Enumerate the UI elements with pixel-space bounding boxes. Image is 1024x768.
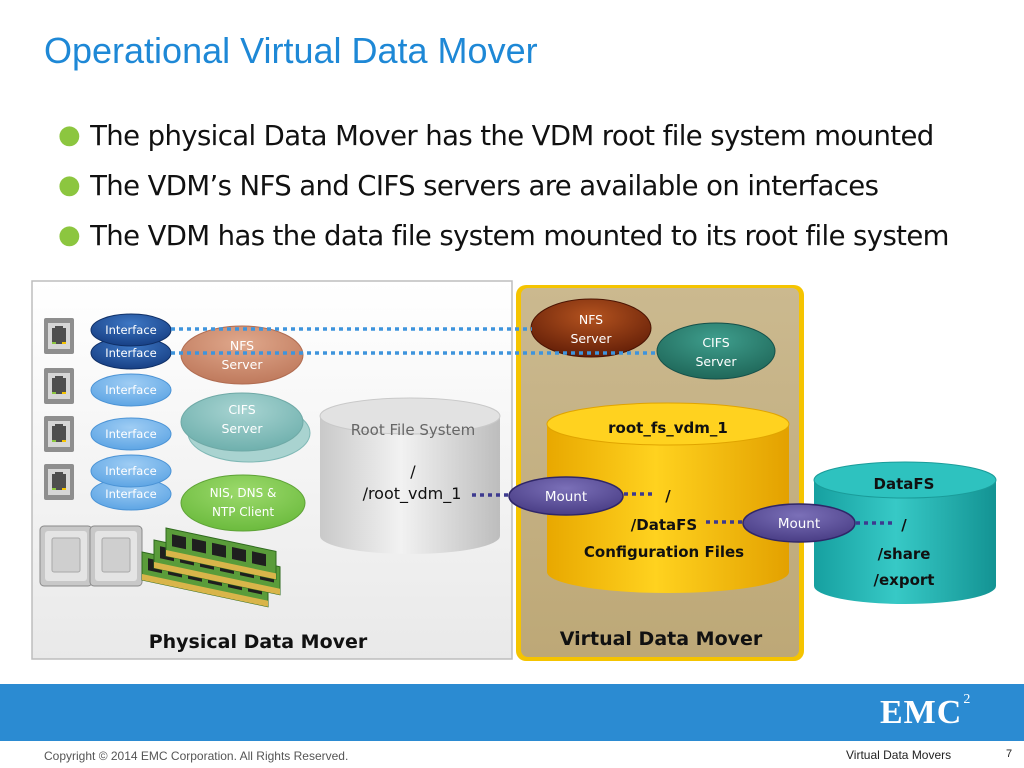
- cpu-chip-icon: [89, 525, 143, 587]
- datafs-cylinder: DataFS / /share /export: [813, 461, 997, 604]
- physical-nfs-server: NFS Server: [180, 325, 304, 385]
- datafs-slash: /: [901, 516, 907, 534]
- page-number: 7: [1006, 748, 1013, 760]
- root-mount-node: Mount: [508, 476, 624, 516]
- slide-title: Operational Virtual Data Mover: [44, 30, 538, 71]
- root-file-system-cylinder: Root File System / /root_vdm_1: [319, 397, 501, 554]
- vdm-cifs-label: Server: [696, 354, 738, 369]
- datafs-mount-node: Mount: [742, 503, 856, 543]
- physical-nfs-label: Server: [222, 357, 264, 372]
- ethernet-port-icon: [44, 464, 74, 500]
- interface-label: Interface: [105, 323, 157, 337]
- interface-label: Interface: [105, 427, 157, 441]
- vdm-diagram: NFS Server CIFS Server NIS, DNS & NTP Cl…: [31, 280, 997, 661]
- nis-client-label: NIS, DNS &: [210, 486, 277, 500]
- footer-deck-title: Virtual Data Movers: [846, 748, 952, 762]
- root-fs-path: /root_vdm_1: [363, 484, 462, 504]
- emc-logo: EMC2: [880, 692, 972, 732]
- bullet-item: ● The VDM’s NFS and CIFS servers are avai…: [58, 168, 949, 218]
- physical-cifs-label: CIFS: [228, 402, 255, 417]
- interface-label: Interface: [105, 464, 157, 478]
- vdm-root-fs-cylinder: root_fs_vdm_1 / /DataFS Configuration Fi…: [546, 402, 790, 593]
- footer-band: [0, 684, 1024, 741]
- interface-label: Interface: [105, 383, 157, 397]
- interface-node: Interface: [90, 454, 172, 488]
- datafs-share: /share: [878, 545, 931, 563]
- vdm-fs-name: root_fs_vdm_1: [608, 419, 728, 437]
- nis-client-label: NTP Client: [212, 505, 274, 519]
- ethernet-port-icon: [44, 368, 74, 404]
- vdm-datafs-path: /DataFS: [631, 516, 697, 534]
- datafs-export: /export: [874, 571, 935, 589]
- bullet-text: The physical Data Mover has the VDM root…: [90, 120, 934, 152]
- virtual-data-mover-label: Virtual Data Mover: [560, 628, 763, 650]
- datafs-title: DataFS: [874, 475, 935, 493]
- root-fs-slash: /: [410, 462, 416, 481]
- mount-label: Mount: [545, 489, 587, 505]
- vdm-config-files: Configuration Files: [584, 543, 744, 561]
- interface-node: Interface: [90, 313, 172, 347]
- bullet-text: The VDM has the data file system mounted…: [90, 220, 949, 252]
- physical-nfs-label: NFS: [230, 338, 254, 353]
- bullet-dot-icon: ●: [58, 170, 81, 200]
- network-port-icons: [44, 318, 74, 500]
- cpu-chip-icon: [39, 525, 93, 587]
- nis-dns-ntp-client: NIS, DNS & NTP Client: [180, 474, 306, 532]
- bullet-item: ● The VDM has the data file system mounte…: [58, 218, 949, 268]
- physical-data-mover-label: Physical Data Mover: [149, 631, 368, 653]
- vdm-nfs-label: NFS: [579, 312, 603, 327]
- ethernet-port-icon: [44, 318, 74, 354]
- interface-label: Interface: [105, 487, 157, 501]
- mount-label: Mount: [778, 516, 820, 532]
- bullet-dot-icon: ●: [58, 120, 81, 150]
- interface-list: Interface Interface Interface Interface …: [90, 313, 172, 511]
- vdm-fs-slash: /: [665, 487, 671, 505]
- memory-module-icon: [141, 527, 281, 608]
- vdm-nfs-label: Server: [571, 331, 613, 346]
- physical-cifs-label: Server: [222, 421, 264, 436]
- vdm-nfs-server: NFS Server: [530, 298, 652, 358]
- bullet-dot-icon: ●: [58, 220, 81, 250]
- root-fs-title: Root File System: [351, 421, 476, 439]
- copyright-text: Copyright © 2014 EMC Corporation. All Ri…: [44, 749, 349, 763]
- bullet-item: ● The physical Data Mover has the VDM roo…: [58, 118, 949, 168]
- vdm-cifs-server: CIFS Server: [656, 322, 776, 380]
- physical-cifs-server: CIFS Server: [180, 392, 311, 463]
- interface-node: Interface: [90, 373, 172, 407]
- logo-superscript: 2: [963, 692, 972, 707]
- interface-node: Interface: [90, 417, 172, 451]
- bullet-text: The VDM’s NFS and CIFS servers are avail…: [90, 170, 879, 202]
- logo-text: EMC: [880, 694, 963, 731]
- vdm-cifs-label: CIFS: [702, 335, 729, 350]
- ethernet-port-icon: [44, 416, 74, 452]
- bullet-list: ● The physical Data Mover has the VDM roo…: [58, 118, 949, 268]
- interface-label: Interface: [105, 346, 157, 360]
